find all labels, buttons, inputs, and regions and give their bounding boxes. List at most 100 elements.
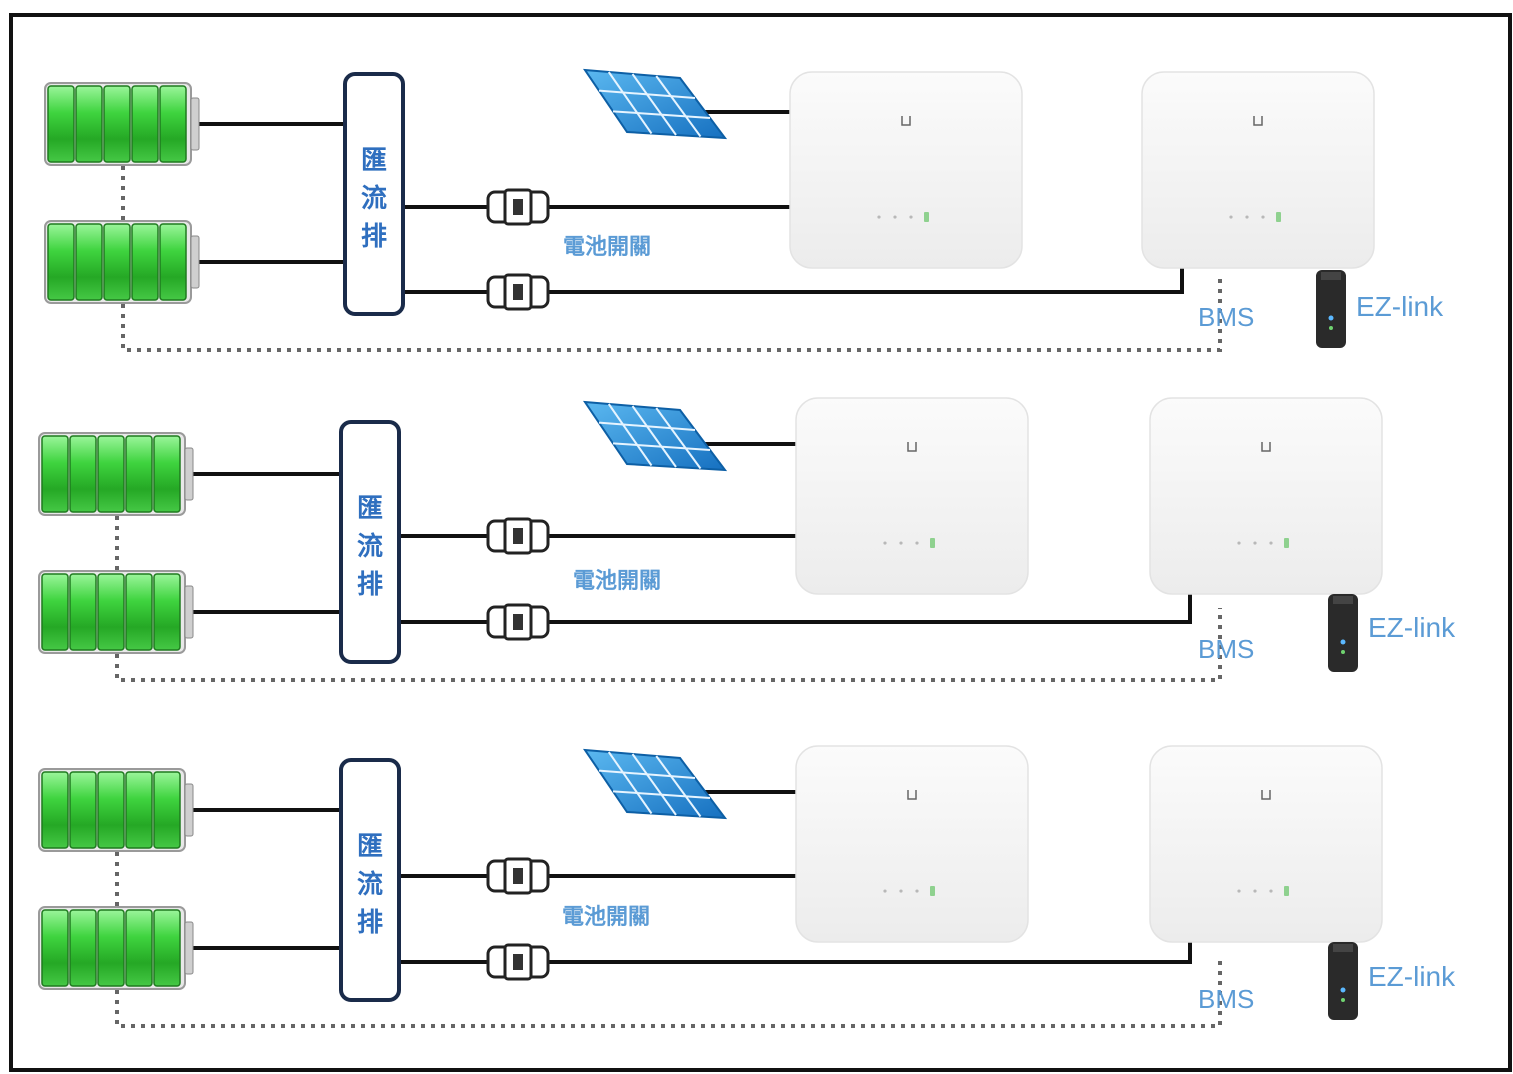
battery-cell [97, 771, 125, 849]
battery-cell [69, 573, 97, 651]
inverter-secondary [1141, 71, 1375, 269]
status-led-icon [899, 541, 903, 545]
battery-switch [486, 517, 550, 555]
battery-indicator-icon [930, 538, 935, 549]
solar-grid-line [612, 790, 711, 799]
battery-cell [131, 223, 159, 301]
solar-panel [582, 748, 728, 820]
ez-link-body [1316, 270, 1346, 348]
solar-panel [582, 400, 728, 472]
busbar-box [343, 72, 405, 316]
battery-terminal [184, 921, 194, 975]
battery-indicator-icon [1276, 212, 1281, 223]
system-row: 匯流排電池開關BMSEZ-link [38, 397, 1456, 682]
solar-grid-line [631, 753, 677, 816]
solar-panel [582, 68, 728, 140]
brand-logo-icon [1253, 116, 1263, 126]
switch-slot [513, 614, 523, 630]
ez-link-body [1328, 594, 1358, 672]
busbar-label-char: 流 [361, 184, 387, 214]
bms-label: BMS [1198, 984, 1254, 1014]
battery-pack [44, 82, 200, 166]
status-led-icon [883, 889, 887, 893]
battery-cell [41, 909, 69, 987]
busbar-label-char: 匯 [357, 494, 383, 524]
battery-cell [159, 85, 187, 163]
battery-indicator-icon [930, 886, 935, 897]
bms-comm-line-dashed [115, 608, 1222, 682]
inverter-primary [789, 71, 1023, 269]
switch-slot [513, 199, 523, 215]
inverter-primary [795, 745, 1029, 943]
battery-cell [47, 223, 75, 301]
status-led-icon [883, 541, 887, 545]
status-led-icon [1253, 541, 1257, 545]
system-row: 匯流排電池開關BMSEZ-link [38, 745, 1456, 1028]
solar-grid-line [631, 405, 677, 468]
inverter-secondary [1149, 397, 1383, 595]
battery-switch [486, 188, 550, 226]
status-led-icon [1245, 215, 1249, 219]
battery-cell [41, 573, 69, 651]
ez-link-dongle [1328, 594, 1358, 672]
inverter-dc-wire [548, 266, 1184, 294]
battery-cell [131, 85, 159, 163]
switch-slot [513, 868, 523, 884]
battery-switch-label: 電池開關 [573, 569, 661, 594]
ez-link-led-icon [1328, 315, 1334, 321]
busbar-label-char: 排 [357, 570, 383, 600]
solar-grid-line [607, 751, 653, 815]
busbar-label-char: 排 [361, 222, 387, 252]
battery-pack [44, 220, 200, 304]
busbar-label-char: 匯 [361, 146, 387, 176]
solar-grid-line [598, 89, 696, 99]
inverter-primary [795, 397, 1029, 595]
battery-cell [153, 909, 181, 987]
solar-grid-line [607, 403, 653, 467]
battery-cell [69, 771, 97, 849]
battery-cell [125, 771, 153, 849]
inverter-body [1141, 71, 1375, 269]
status-led-icon [877, 215, 881, 219]
inverter-dc-wire [548, 940, 1192, 964]
status-led-icon [1261, 215, 1265, 219]
status-led-icon [1269, 889, 1273, 893]
switch-slot [513, 528, 523, 544]
battery-terminal [190, 235, 200, 289]
solar-grid-line [612, 110, 711, 119]
ez-link-body [1328, 942, 1358, 1020]
battery-pack [38, 906, 194, 990]
ez-link-cap [1333, 944, 1353, 952]
battery-switch-label: 電池開關 [562, 905, 650, 930]
battery-pack [38, 432, 194, 516]
busbar: 匯流排 [339, 420, 401, 664]
battery-switch [486, 603, 550, 641]
solar-grid-line [598, 421, 696, 431]
ez-link-dongle [1316, 270, 1346, 348]
inverter-body [1149, 745, 1383, 943]
battery-cell [103, 85, 131, 163]
busbar-label-char: 流 [357, 532, 383, 562]
battery-indicator-icon [924, 212, 929, 223]
battery-cell [41, 435, 69, 513]
brand-logo-icon [1261, 790, 1271, 800]
busbar-label-char: 流 [357, 870, 383, 900]
busbar-label-char: 排 [357, 908, 383, 938]
status-led-icon [915, 889, 919, 893]
battery-switch-label: 電池開關 [563, 235, 651, 260]
inverter-secondary [1149, 745, 1383, 943]
busbar-box [339, 420, 401, 664]
battery-terminal [184, 585, 194, 639]
battery-cell [125, 909, 153, 987]
switch-slot [513, 284, 523, 300]
battery-pack [38, 570, 194, 654]
inverter-body [789, 71, 1023, 269]
status-led-icon [1237, 541, 1241, 545]
battery-switch [486, 943, 550, 981]
battery-cell [75, 223, 103, 301]
status-led-icon [893, 215, 897, 219]
busbar-label-char: 匯 [357, 832, 383, 862]
